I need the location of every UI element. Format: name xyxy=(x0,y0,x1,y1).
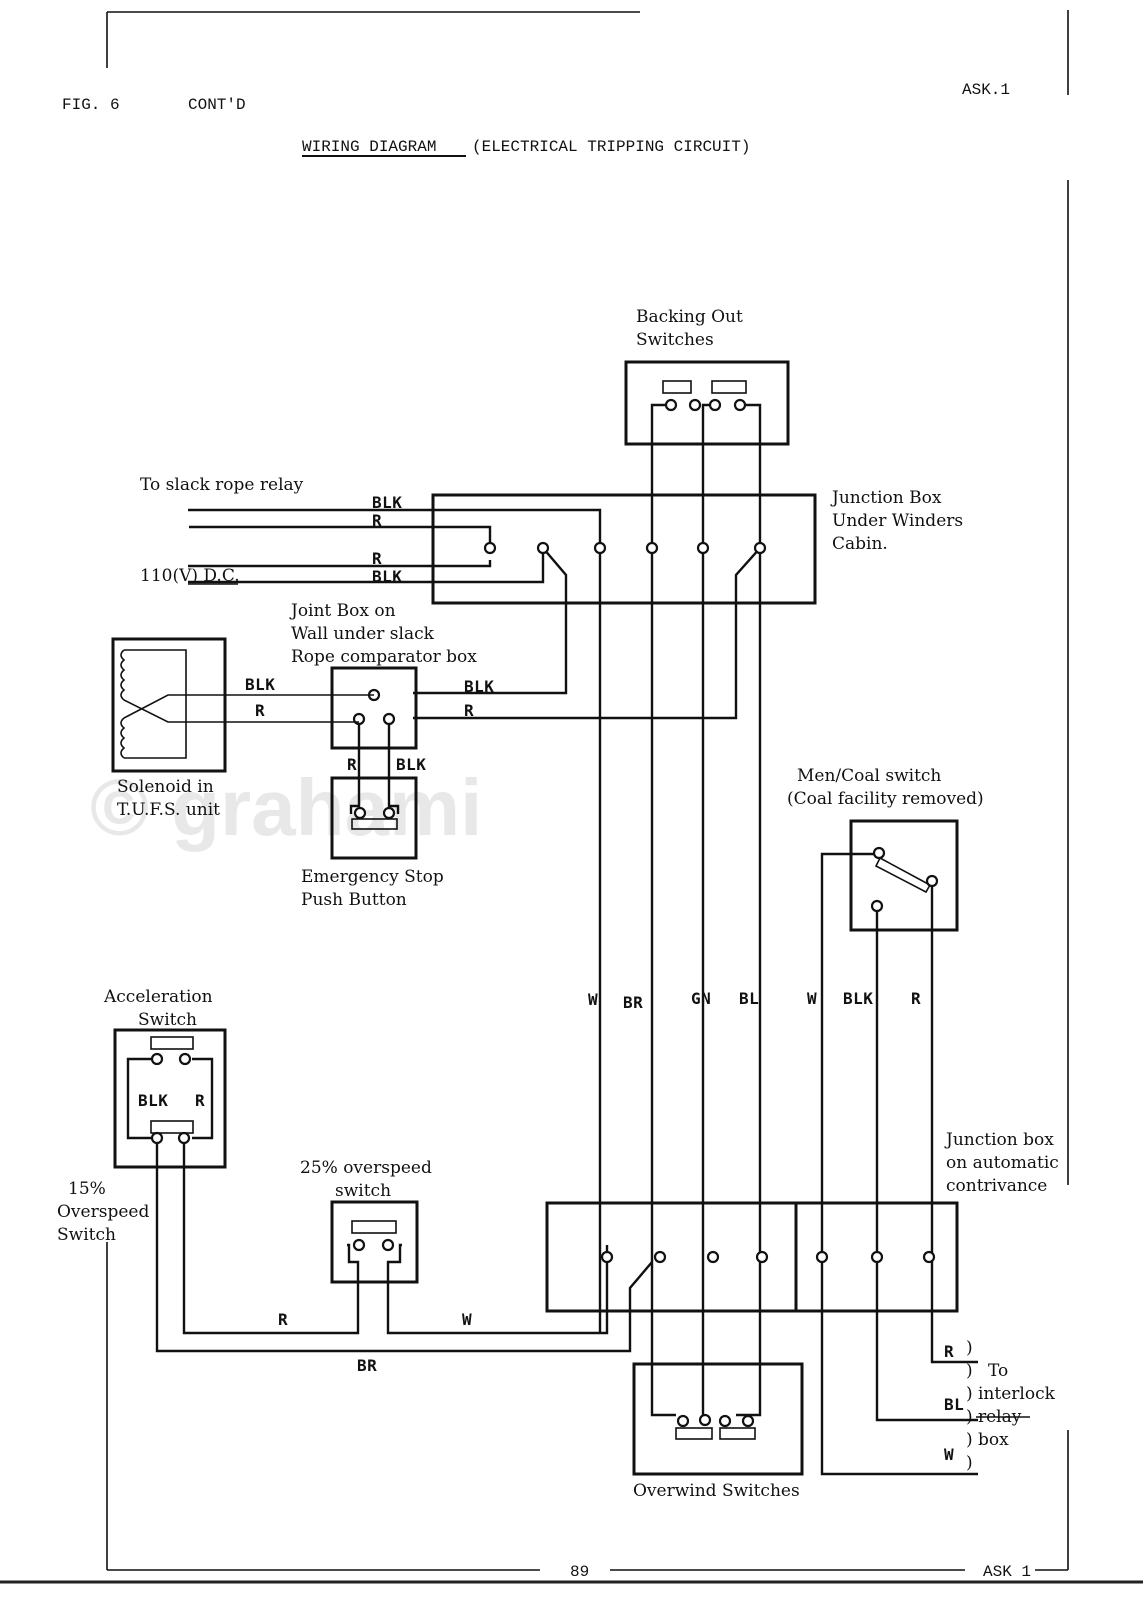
wire-label: BL xyxy=(739,989,759,1008)
bracket: ) xyxy=(966,1338,973,1358)
os25-label-2: switch xyxy=(335,1181,391,1201)
wire-label: BLK xyxy=(138,1091,168,1110)
wire-label: W xyxy=(462,1310,472,1329)
estop-label-1: Emergency Stop xyxy=(301,867,444,887)
jb-cabin-label-1: Junction Box xyxy=(830,488,942,508)
wire-label: R xyxy=(347,755,357,774)
figure-label: FIG. 6 xyxy=(62,96,120,114)
accel-label-1: Acceleration xyxy=(103,987,213,1007)
joint-box-label-3: Rope comparator box xyxy=(291,647,477,667)
wire-label: R xyxy=(255,701,265,720)
backing-out-switches: Backing Out Switches xyxy=(624,307,790,455)
solenoid-label-2: T.U.F.S. unit xyxy=(117,800,220,820)
wire-label: BR xyxy=(623,993,643,1012)
solenoid: Solenoid in T.U.F.S. unit xyxy=(111,637,374,820)
os15-label-1: 15% xyxy=(68,1179,106,1199)
os25-label-1: 25% overspeed xyxy=(300,1158,432,1178)
interlock-label-1: To xyxy=(988,1361,1008,1381)
jb-cabin-label-2: Under Winders xyxy=(832,511,963,531)
cont-label: CONT'D xyxy=(188,96,246,114)
men-coal-label-1: Men/Coal switch xyxy=(797,766,941,786)
joint-box-label-1: Joint Box on xyxy=(289,601,396,621)
interlock-relay-box: R BL W ) ) ) ) ) ) To interlock relay bo… xyxy=(944,1338,1056,1473)
bracket: ) xyxy=(966,1384,973,1404)
terminal xyxy=(696,541,710,555)
ref-bottom: ASK 1 xyxy=(983,1563,1031,1581)
wire-label: BLK xyxy=(843,989,873,1008)
emergency-stop-button: R BLK Emergency Stop Push Button xyxy=(301,724,444,910)
terminal xyxy=(593,541,607,555)
solenoid-label-1: Solenoid in xyxy=(117,777,214,797)
wire-label: R xyxy=(911,989,921,1008)
vertical-wire-labels: W BR GN BL W BLK R xyxy=(588,989,921,1012)
terminal xyxy=(536,541,550,555)
ref-top: ASK.1 xyxy=(962,81,1010,99)
terminal xyxy=(753,541,767,555)
wire-label: GN xyxy=(691,989,711,1008)
jb-auto-label-1: Junction box xyxy=(944,1130,1054,1150)
interlock-label-2: interlock xyxy=(978,1384,1056,1404)
title-sub: (ELECTRICAL TRIPPING CIRCUIT) xyxy=(472,138,750,156)
junction-box-cabin: Junction Box Under Winders Cabin. xyxy=(431,488,963,605)
acceleration-switch: Acceleration Switch BLK R xyxy=(103,987,227,1169)
overspeed-15-label: 15% Overspeed Switch xyxy=(57,1179,149,1245)
os15-label-3: Switch xyxy=(57,1225,116,1245)
backing-out-label-2: Switches xyxy=(636,330,714,350)
joint-box-label-2: Wall under slack xyxy=(291,624,435,644)
wire-label: BLK xyxy=(245,675,275,694)
wire-label: BR xyxy=(357,1356,377,1375)
jb-auto-label-3: contrivance xyxy=(946,1176,1047,1196)
terminal xyxy=(483,541,497,555)
os15-label-2: Overspeed xyxy=(57,1202,149,1222)
jb-cabin-label-3: Cabin. xyxy=(832,534,888,554)
bracket: ) xyxy=(966,1430,973,1450)
wire-label: BLK xyxy=(464,677,494,696)
wire-label: W xyxy=(944,1445,954,1464)
slack-rope-label: To slack rope relay xyxy=(140,475,304,495)
wire-label: W xyxy=(807,989,817,1008)
accel-label-2: Switch xyxy=(138,1010,197,1030)
interlock-label-4: box xyxy=(978,1430,1009,1450)
bracket: ) xyxy=(966,1361,973,1381)
bracket: ) xyxy=(966,1407,973,1427)
wire-label: R xyxy=(372,511,382,530)
joint-box: Joint Box on Wall under slack Rope compa… xyxy=(289,601,477,750)
page-number: 89 xyxy=(570,1563,589,1581)
men-coal-label-2: (Coal facility removed) xyxy=(787,789,984,809)
wire-label: W xyxy=(588,990,598,1009)
backing-out-label-1: Backing Out xyxy=(636,307,743,327)
wire-label: R xyxy=(372,549,382,568)
overwind-label: Overwind Switches xyxy=(633,1481,800,1501)
terminal xyxy=(645,541,659,555)
wire-label: BL xyxy=(944,1395,964,1414)
wire-label: BLK xyxy=(396,755,426,774)
wire-label: R xyxy=(464,701,474,720)
estop-label-2: Push Button xyxy=(301,890,407,910)
page-frame xyxy=(0,10,1143,1584)
men-coal-switch: Men/Coal switch (Coal facility removed) xyxy=(787,766,984,1230)
title-main: WIRING DIAGRAM xyxy=(302,138,436,156)
bracket: ) xyxy=(966,1453,973,1473)
wire-label: R xyxy=(195,1091,205,1110)
wire-label: BLK xyxy=(372,493,402,512)
wire-label: R xyxy=(278,1310,288,1329)
wire-label: R xyxy=(944,1342,954,1361)
jb-auto-label-2: on automatic xyxy=(946,1153,1059,1173)
overspeed-25-switch: 25% overspeed switch xyxy=(182,1143,609,1335)
overwind-switches: Overwind Switches xyxy=(632,1362,804,1501)
